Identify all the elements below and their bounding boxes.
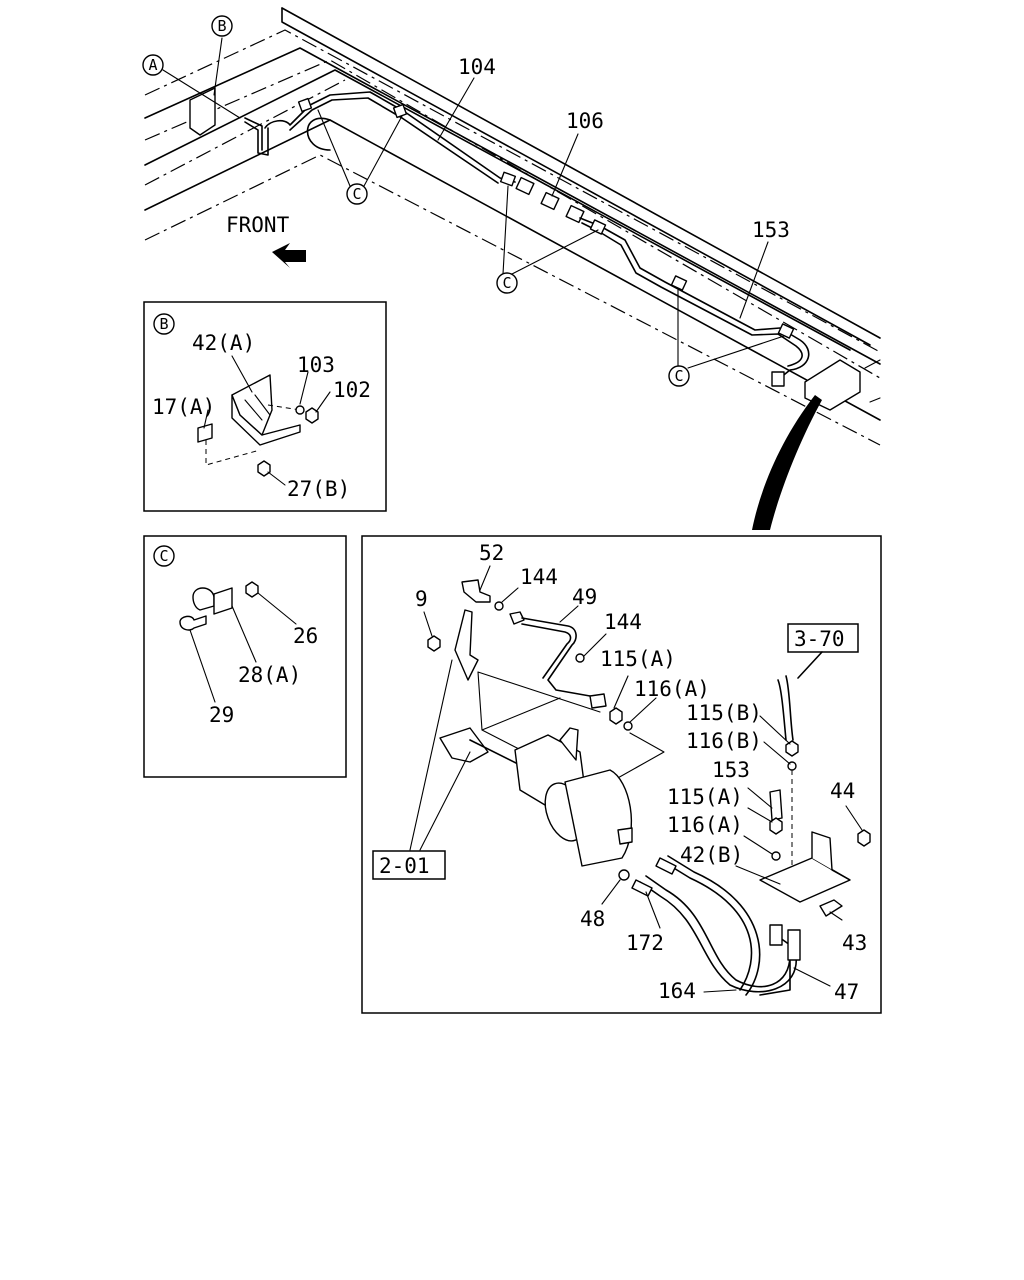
label-47: 47 <box>834 980 859 1004</box>
booster-housing <box>564 769 633 867</box>
hose-end-b <box>769 924 783 946</box>
label-153-top: 153 <box>752 218 790 242</box>
label-49: 49 <box>572 585 597 609</box>
circle-a-label: A <box>148 56 157 74</box>
nut-26 <box>245 581 259 598</box>
clip-c-4 <box>589 219 607 235</box>
main-detail-panel: 3-70 2-01 <box>361 535 882 1014</box>
ref-3-70: 3-70 <box>794 627 845 651</box>
label-102: 102 <box>333 378 371 402</box>
ref-box-2-01 <box>372 850 446 880</box>
label-52: 52 <box>479 541 504 565</box>
washer-144-a <box>494 601 504 611</box>
label-29: 29 <box>209 703 234 727</box>
label-43: 43 <box>842 931 867 955</box>
detail-pointer-arrow <box>752 395 822 530</box>
label-48: 48 <box>580 907 605 931</box>
washer-48 <box>618 869 630 881</box>
eye-fitting-49 <box>509 611 525 625</box>
front-arrow-icon <box>272 243 306 268</box>
detail-b-panel: B 42(A) 103 102 17(A) 27(B) <box>143 301 387 512</box>
nut-115a-2 <box>769 817 783 835</box>
bracket-upper <box>454 609 479 681</box>
front-label: FRONT <box>226 213 290 237</box>
label-144-b: 144 <box>604 610 642 634</box>
frame-rail-view: FRONT 104 106 153 A B C C C <box>142 7 881 530</box>
label-172: 172 <box>626 931 664 955</box>
fitting-49-end <box>589 693 607 709</box>
circle-b-top <box>211 15 233 37</box>
label-164: 164 <box>658 979 696 1003</box>
bracket-a <box>189 87 216 136</box>
label-42a: 42(A) <box>192 331 255 355</box>
label-42b: 42(B) <box>680 843 743 867</box>
clip-body <box>192 587 215 611</box>
pushrod-clevis <box>439 727 489 763</box>
bolt-52 <box>461 579 491 603</box>
label-153: 153 <box>712 758 750 782</box>
label-44: 44 <box>830 779 855 803</box>
clip-plate-28a <box>213 587 233 615</box>
nut-27b <box>257 460 271 477</box>
label-116b: 116(B) <box>686 729 762 753</box>
circle-c-3 <box>668 365 690 387</box>
circle-c-2 <box>496 272 518 294</box>
rear-bracket <box>804 359 861 411</box>
detail-c-panel: C 26 28(A) 29 <box>143 535 347 778</box>
label-9: 9 <box>415 587 428 611</box>
bolt-29 <box>179 615 207 631</box>
washer-144-b <box>575 653 585 663</box>
nut-115b <box>785 740 799 757</box>
label-106: 106 <box>566 109 604 133</box>
nut-102 <box>305 407 319 424</box>
clip-c-5 <box>670 275 688 291</box>
circle-c-3-label: C <box>674 367 683 385</box>
label-144-a: 144 <box>520 565 558 589</box>
label-115a-1: 115(A) <box>600 647 676 671</box>
washer-116a-2 <box>771 851 781 861</box>
pipe-153-stub <box>769 789 783 821</box>
label-27b: 27(B) <box>287 477 350 501</box>
bolt-43 <box>819 899 843 917</box>
label-28a: 28(A) <box>238 663 301 687</box>
detail-b-heading: B <box>159 315 168 333</box>
fitting-106-c <box>565 204 585 224</box>
nut-115a-1 <box>609 707 623 725</box>
fitting-106-a <box>515 176 535 196</box>
circle-c-1 <box>346 183 368 205</box>
washer-116a-1 <box>623 721 633 731</box>
label-104: 104 <box>458 55 496 79</box>
ref-2-01: 2-01 <box>379 854 430 878</box>
bleeder <box>559 727 579 761</box>
bolt-17a <box>197 423 213 443</box>
circle-c-1-label: C <box>352 185 361 203</box>
label-103: 103 <box>297 353 335 377</box>
fitting-153-end <box>771 371 785 387</box>
circle-b-top-label: B <box>217 17 226 35</box>
circle-c-2-label: C <box>502 274 511 292</box>
hose-end-47 <box>787 929 801 961</box>
nut-9 <box>427 635 441 652</box>
clip-c-3 <box>499 171 517 187</box>
label-17a: 17(A) <box>152 395 215 419</box>
label-116a-2: 116(A) <box>667 813 743 837</box>
clip-c-1 <box>297 97 313 113</box>
washer-103 <box>295 405 305 415</box>
ref-box-3-70 <box>787 623 859 653</box>
hose-end-a <box>655 857 677 875</box>
detail-c-heading: C <box>159 547 168 565</box>
label-116a-1: 116(A) <box>634 677 710 701</box>
label-26: 26 <box>293 624 318 648</box>
label-115b: 115(B) <box>686 701 762 725</box>
circle-a <box>142 54 164 76</box>
fitting-106-b <box>540 191 560 211</box>
label-115a-2: 115(A) <box>667 785 743 809</box>
nut-44 <box>857 829 871 847</box>
